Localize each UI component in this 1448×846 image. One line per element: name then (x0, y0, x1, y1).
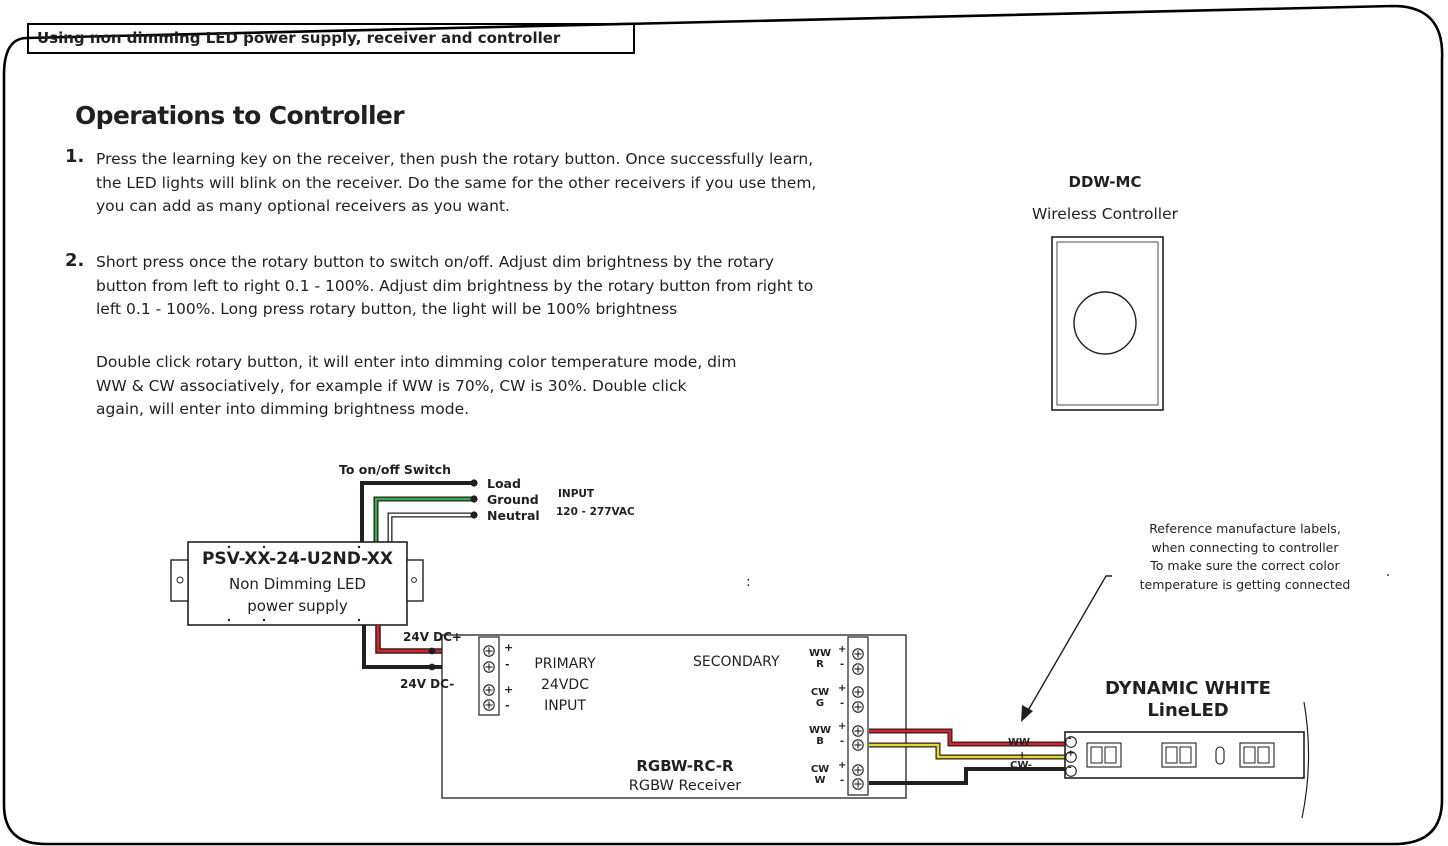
led-strip-title-line: DYNAMIC WHITE (1105, 678, 1271, 699)
step-2-extra-line: again, will enter into dimming brightnes… (96, 400, 470, 418)
wire-label-cw: CW- (1010, 760, 1033, 771)
channel-top: CW (810, 687, 830, 698)
led-strip (1064, 574, 1389, 819)
neutral-label: Neutral (487, 508, 540, 523)
input-voltage-label: 120 - 277VAC (556, 506, 635, 518)
receiver-box (441, 634, 907, 799)
power-supply-model: PSV-XX-24-U2ND-XX (201, 549, 394, 569)
note-line: when connecting to controller (1151, 539, 1339, 555)
channel-top: WW (808, 648, 832, 659)
power-supply-line-2: power supply (247, 597, 348, 615)
channel-minus-sign: - (840, 698, 845, 709)
terminal-screw-icon (852, 663, 864, 675)
led-strip-title-line: LineLED (1147, 700, 1229, 721)
switch-label: To on/off Switch (339, 462, 452, 477)
controller-name: Wireless Controller (1031, 205, 1179, 223)
channel-ww-b-label: WW B (806, 725, 834, 747)
step-2-text: Short press once the rotary button to sw… (96, 251, 813, 322)
primary-line: PRIMARY (534, 656, 596, 672)
secondary-label: SECONDARY (693, 654, 780, 670)
terminal-screw-icon (852, 778, 864, 790)
channel-plus-sign: + (838, 683, 847, 694)
step-1-line: the LED lights will blink on the receive… (96, 173, 817, 192)
terminal-screw-icon (483, 699, 495, 711)
step-2-extra-line: Double click rotary button, it will ente… (96, 353, 737, 371)
receiver-name: RGBW Receiver (628, 778, 742, 794)
pad-minus-sign: - (1068, 763, 1072, 773)
channel-top: CW (810, 764, 830, 775)
input-2-minus-sign: - (505, 699, 510, 712)
primary-line: INPUT (544, 698, 586, 714)
terminal-screw-icon (852, 764, 864, 776)
channel-bottom: R (816, 659, 824, 670)
receiver-model: RGBW-RC-R (636, 757, 734, 775)
output-wires (869, 728, 1065, 785)
step-2-line: Short press once the rotary button to sw… (96, 253, 774, 271)
channel-minus-sign: - (840, 659, 845, 670)
ac-input-wires (360, 479, 478, 542)
channel-plus-sign: + (838, 721, 847, 732)
channel-ww-r-label: WW R (806, 648, 834, 670)
terminal-screw-icon (483, 645, 495, 657)
pad-plus-sign: + (1067, 749, 1075, 759)
terminal-screw-icon (483, 661, 495, 673)
output-terminal-screws (852, 648, 864, 790)
step-2-extra-text: Double click rotary button, it will ente… (96, 351, 736, 422)
input-2-plus-sign: + (504, 683, 514, 696)
input-label: INPUT (558, 488, 595, 500)
terminal-screw-icon (852, 725, 864, 737)
primary-line: 24VDC (541, 677, 589, 693)
input-terminal-screws (483, 645, 495, 711)
channel-plus-sign: + (838, 644, 847, 655)
operations-heading: Operations to Controller (75, 101, 405, 130)
step-2-number: 2. (65, 250, 85, 271)
callout-arrow (1021, 575, 1112, 722)
terminal-screw-icon (852, 701, 864, 713)
channel-bottom: G (815, 698, 825, 709)
channel-cw-w-label: CW W (806, 764, 834, 786)
power-supply-line-1: Non Dimming LED (229, 575, 366, 593)
page-title: Using non dimming LED power supply, rece… (27, 23, 635, 54)
note-line: To make sure the correct color (1150, 558, 1340, 573)
wireless-controller-icon (1051, 236, 1164, 411)
wire-label-plus: + (1018, 750, 1027, 761)
terminal-screw-icon (852, 739, 864, 751)
input-plus-sign: + (504, 641, 514, 654)
connection-note: Reference manufacture labels, when conne… (1120, 520, 1370, 594)
wire-label-ww: WW- (1008, 737, 1034, 748)
step-1-text: Press the learning key on the receiver, … (96, 148, 816, 219)
dc-plus-label: 24V DC+ (403, 630, 462, 644)
terminal-screw-icon (852, 648, 864, 660)
led-strip-title: DYNAMIC WHITE LineLED (1068, 678, 1308, 722)
load-label: Load (487, 476, 521, 491)
step-1-line: you can add as many optional receivers a… (96, 197, 510, 215)
channel-plus-sign: + (838, 760, 847, 771)
channel-minus-sign: - (840, 736, 845, 747)
input-minus-sign: - (505, 658, 510, 671)
channel-top: WW (808, 725, 832, 736)
step-1-number: 1. (65, 146, 85, 167)
controller-model: DDW-MC (1068, 173, 1142, 191)
power-supply-box (170, 541, 424, 626)
step-2-extra-line: WW & CW associatively, for example if WW… (96, 376, 687, 395)
primary-input-label: PRIMARY 24VDC INPUT (520, 654, 610, 717)
note-line: temperature is getting connected (1139, 576, 1351, 592)
channel-bottom: W (814, 775, 826, 786)
step-2-line: left 0.1 - 100%. Long press rotary butto… (96, 300, 678, 318)
ground-label: Ground (487, 492, 539, 507)
dc-minus-label: 24V DC- (400, 677, 455, 691)
step-2-line: button from left to right 0.1 - 100%. Ad… (96, 276, 814, 295)
note-line: Reference manufacture labels, (1149, 521, 1341, 536)
channel-bottom: B (816, 736, 824, 747)
terminal-screw-icon (852, 686, 864, 698)
channel-minus-sign: - (840, 775, 845, 786)
pad-minus-sign: - (1068, 734, 1072, 744)
step-1-line: Press the learning key on the receiver, … (96, 150, 814, 168)
stray-mark: : (746, 574, 751, 590)
channel-cw-g-label: CW G (806, 687, 834, 709)
terminal-screw-icon (483, 684, 495, 696)
